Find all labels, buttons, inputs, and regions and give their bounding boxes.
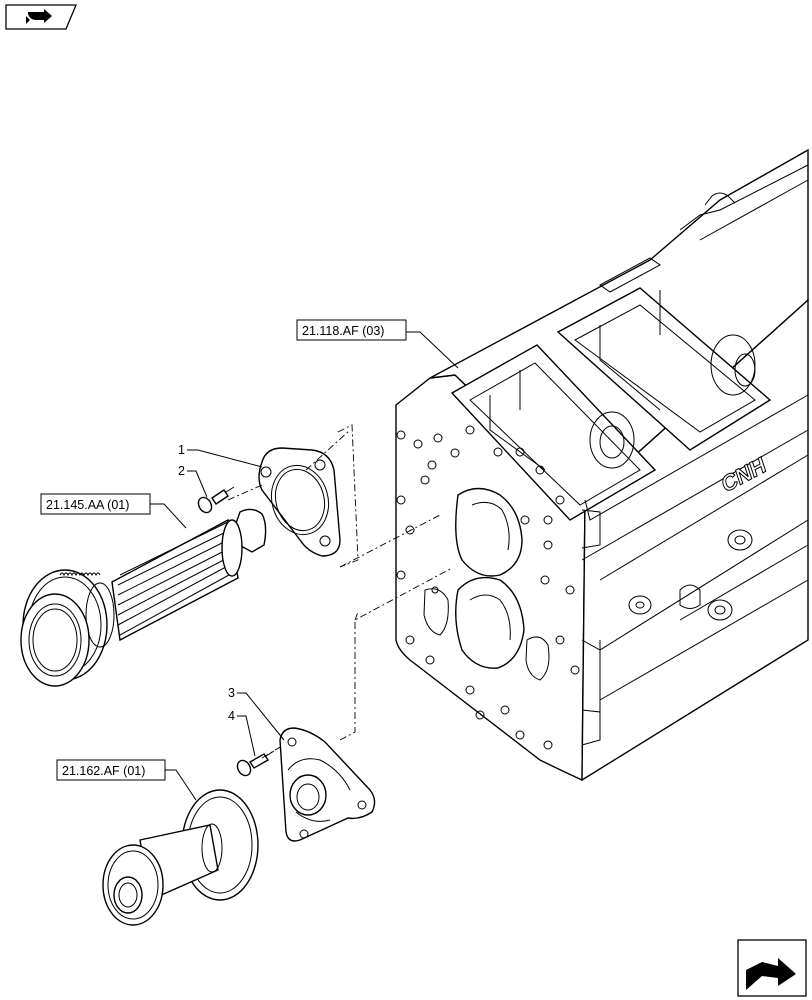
- ref-label-shaft[interactable]: 21.145.AA (01): [40, 493, 187, 529]
- callout-4-number: 4: [228, 709, 235, 723]
- callout-1: 1: [178, 443, 263, 468]
- callout-3-number: 3: [228, 686, 235, 700]
- ref-label-gear-cluster[interactable]: 21.162.AF (01): [56, 759, 197, 801]
- ref-housing-text: 21.118.AF (03): [302, 324, 384, 338]
- callout-2: 2: [178, 464, 208, 498]
- input-shaft: [20, 508, 267, 687]
- gear-cluster: [102, 789, 259, 926]
- callout-4: 4: [228, 709, 256, 757]
- bearing-flange: [258, 447, 341, 557]
- callout-1-number: 1: [178, 443, 185, 457]
- next-page-icon[interactable]: [737, 939, 807, 997]
- bearing-cover: [279, 727, 376, 842]
- ref-label-housing[interactable]: 21.118.AF (03): [296, 319, 459, 369]
- ref-gear-cluster-text: 21.162.AF (01): [62, 764, 145, 778]
- bolt-2: [197, 486, 235, 514]
- callout-3: 3: [228, 686, 285, 741]
- ref-shaft-text: 21.145.AA (01): [46, 498, 129, 512]
- assembly-lines: [227, 424, 453, 759]
- callout-2-number: 2: [178, 464, 185, 478]
- prev-page-icon[interactable]: [5, 4, 77, 30]
- transmission-housing: CNH: [395, 148, 809, 782]
